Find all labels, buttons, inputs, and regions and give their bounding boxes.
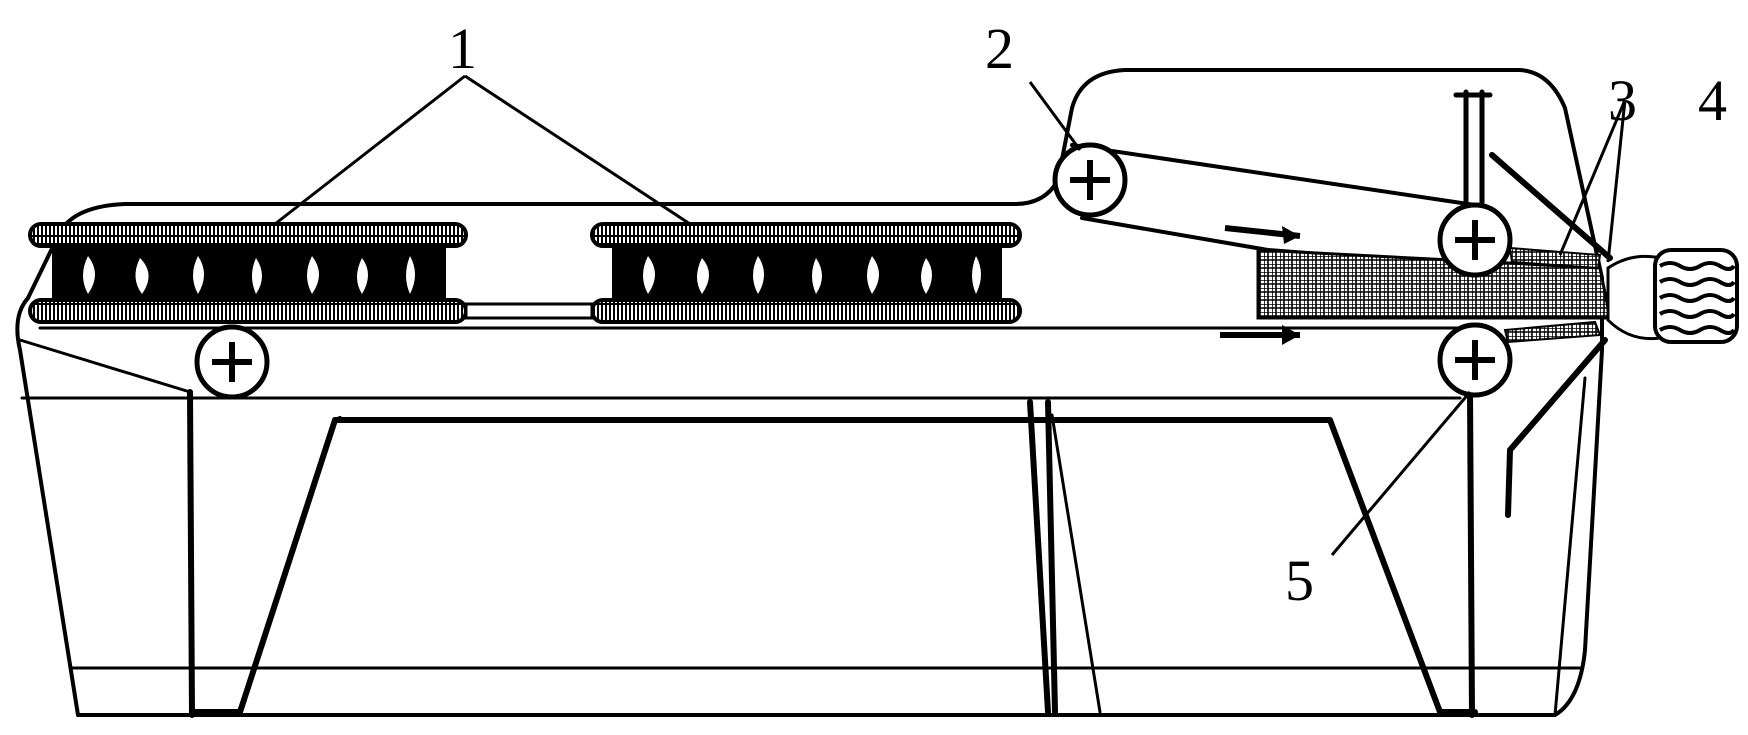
label-4: 4: [1698, 68, 1727, 133]
bobbin-spool-left: [28, 222, 468, 324]
leader-lines: [274, 74, 1627, 556]
output-sliver: [1606, 248, 1739, 344]
press-roller-lower: [1437, 322, 1513, 398]
right-arrow-icon: [1224, 225, 1301, 244]
press-roller-upper: [1437, 202, 1513, 278]
spool-base-plate: [464, 302, 594, 320]
label-3: 3: [1608, 68, 1637, 133]
machine-frame: [15, 68, 1604, 717]
label-5: 5: [1285, 548, 1314, 613]
label-1: 1: [448, 16, 477, 81]
feed-belt: [1070, 143, 1477, 267]
machine-stand: [187, 376, 1587, 718]
comb-needles: [1453, 89, 1613, 518]
bobbin-spool-right: [590, 222, 1022, 324]
right-arrow-icon: [1220, 325, 1300, 345]
drive-roller-top: [1052, 142, 1128, 218]
label-2: 2: [985, 16, 1014, 81]
guide-roller-left: [194, 324, 270, 400]
